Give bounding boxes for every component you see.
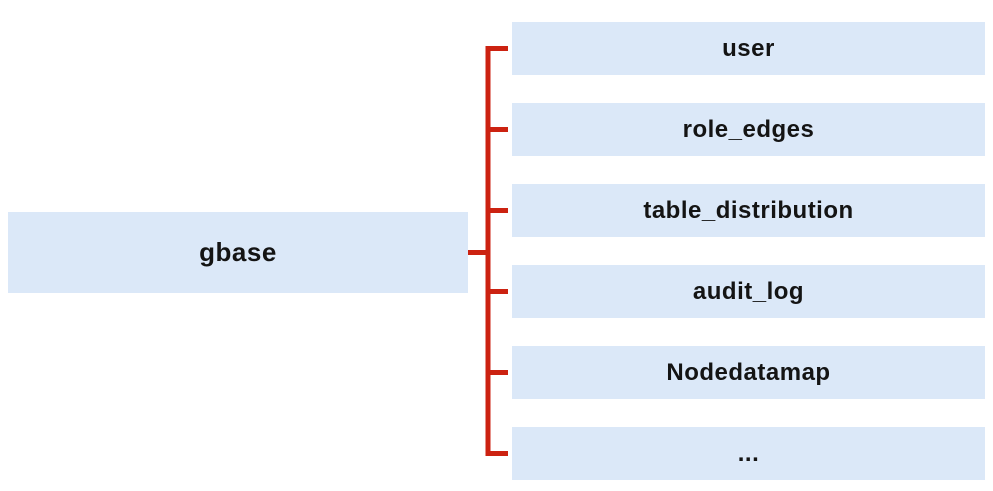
node-ellipsis: ... — [512, 427, 985, 480]
node-table-distribution: table_distribution — [512, 184, 985, 237]
child-node-list: user role_edges table_distribution audit… — [512, 22, 985, 480]
node-nodedatamap-label: Nodedatamap — [666, 358, 831, 386]
node-nodedatamap: Nodedatamap — [512, 346, 985, 399]
node-user-label: user — [722, 34, 775, 62]
node-user: user — [512, 22, 985, 75]
node-ellipsis-label: ... — [737, 439, 760, 467]
node-table-distribution-label: table_distribution — [643, 196, 854, 224]
node-role-edges: role_edges — [512, 103, 985, 156]
connector-branch-lines — [486, 46, 508, 456]
node-role-edges-label: role_edges — [682, 115, 815, 143]
node-audit-log: audit_log — [512, 265, 985, 318]
node-audit-log-label: audit_log — [692, 277, 805, 305]
node-gbase-label: gbase — [199, 237, 277, 267]
node-gbase: gbase — [8, 212, 468, 293]
